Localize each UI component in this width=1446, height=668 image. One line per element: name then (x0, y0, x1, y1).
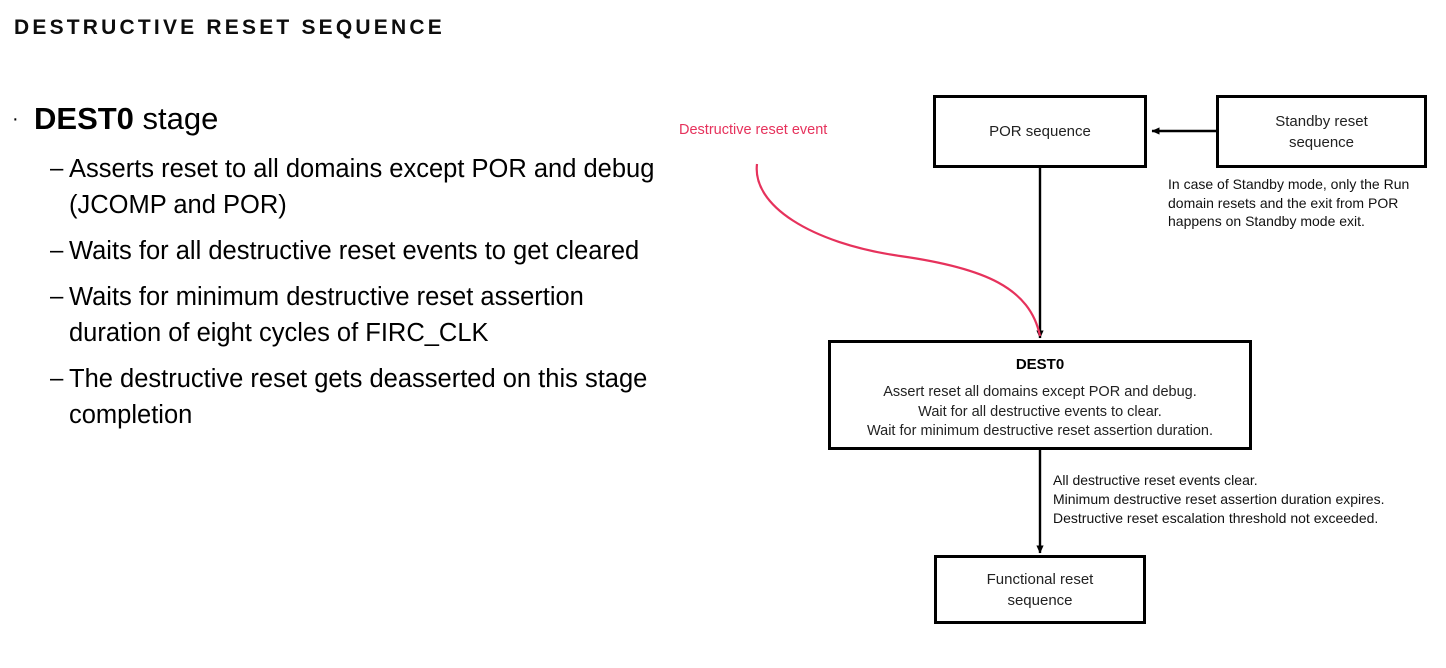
list-item-label: Waits for all destructive reset events t… (69, 237, 640, 265)
standby-mode-note-line1: In case of Standby mode, only the Run (1168, 176, 1410, 192)
list-item-label: Asserts reset to all domains except POR … (69, 155, 655, 219)
node-por-sequence[interactable]: POR sequence (933, 95, 1147, 168)
node-dest0-line2: Wait for all destructive events to clear… (918, 403, 1162, 420)
standby-mode-note-line3: happens on Standby mode exit. (1168, 213, 1365, 229)
bullet-marker: – (50, 237, 64, 264)
list-item-label: The destructive reset gets deasserted on… (69, 365, 648, 429)
bullet-marker: · (12, 108, 19, 130)
node-functional-reset-sequence-line2: sequence (1007, 591, 1073, 609)
bullet-marker: – (50, 365, 64, 392)
dest0-exit-conditions-note: All destructive reset events clear. Mini… (1053, 471, 1446, 528)
dest0-exit-conditions-line2: Minimum destructive reset assertion dura… (1053, 491, 1385, 507)
dest0-exit-conditions-line3: Destructive reset escalation threshold n… (1053, 510, 1379, 526)
list-item: – Waits for all destructive reset events… (50, 233, 672, 269)
standby-mode-note-line2: domain resets and the exit from POR (1168, 194, 1399, 211)
list-item-bold-prefix: DEST0 (34, 101, 134, 136)
node-dest0-line1: Assert reset all domains except POR and … (883, 384, 1197, 400)
bullet-list: · DEST0 stage – Asserts reset to all dom… (12, 100, 672, 443)
standby-mode-note: In case of Standby mode, only the Run do… (1168, 175, 1446, 231)
node-dest0-title: DEST0 (1015, 356, 1065, 373)
node-functional-reset-sequence-line1: Functional reset (986, 570, 1094, 588)
bullet-marker: – (50, 283, 64, 310)
dest0-exit-conditions-line1: All destructive reset events clear. (1053, 472, 1258, 488)
destructive-reset-event-label: Destructive reset event (679, 122, 828, 138)
list-item: – The destructive reset gets deasserted … (50, 361, 672, 433)
list-item: – Waits for minimum destructive reset as… (50, 279, 672, 351)
node-functional-reset-sequence[interactable]: Functional reset sequence (934, 555, 1146, 624)
node-dest0-line3: Wait for minimum destructive reset asser… (867, 423, 1213, 439)
node-standby-reset-sequence-line1: Standby reset (1275, 112, 1368, 130)
list-item: · DEST0 stage (12, 100, 672, 138)
node-por-sequence-label: POR sequence (989, 123, 1091, 140)
list-item-label: DEST0 stage (34, 100, 218, 138)
list-item: – Asserts reset to all domains except PO… (50, 151, 672, 223)
list-item-rest: stage (133, 101, 219, 136)
node-dest0[interactable]: DEST0 Assert reset all domains except PO… (828, 340, 1252, 450)
node-standby-reset-sequence[interactable]: Standby reset sequence (1216, 95, 1427, 168)
node-standby-reset-sequence-line2: sequence (1288, 133, 1355, 151)
bullet-marker: – (50, 155, 64, 182)
list-item-label: Waits for minimum destructive reset asse… (69, 283, 584, 347)
page-title: DESTRUCTIVE RESET SEQUENCE (14, 16, 445, 39)
destructive-reset-event-curve (755, 163, 1042, 337)
